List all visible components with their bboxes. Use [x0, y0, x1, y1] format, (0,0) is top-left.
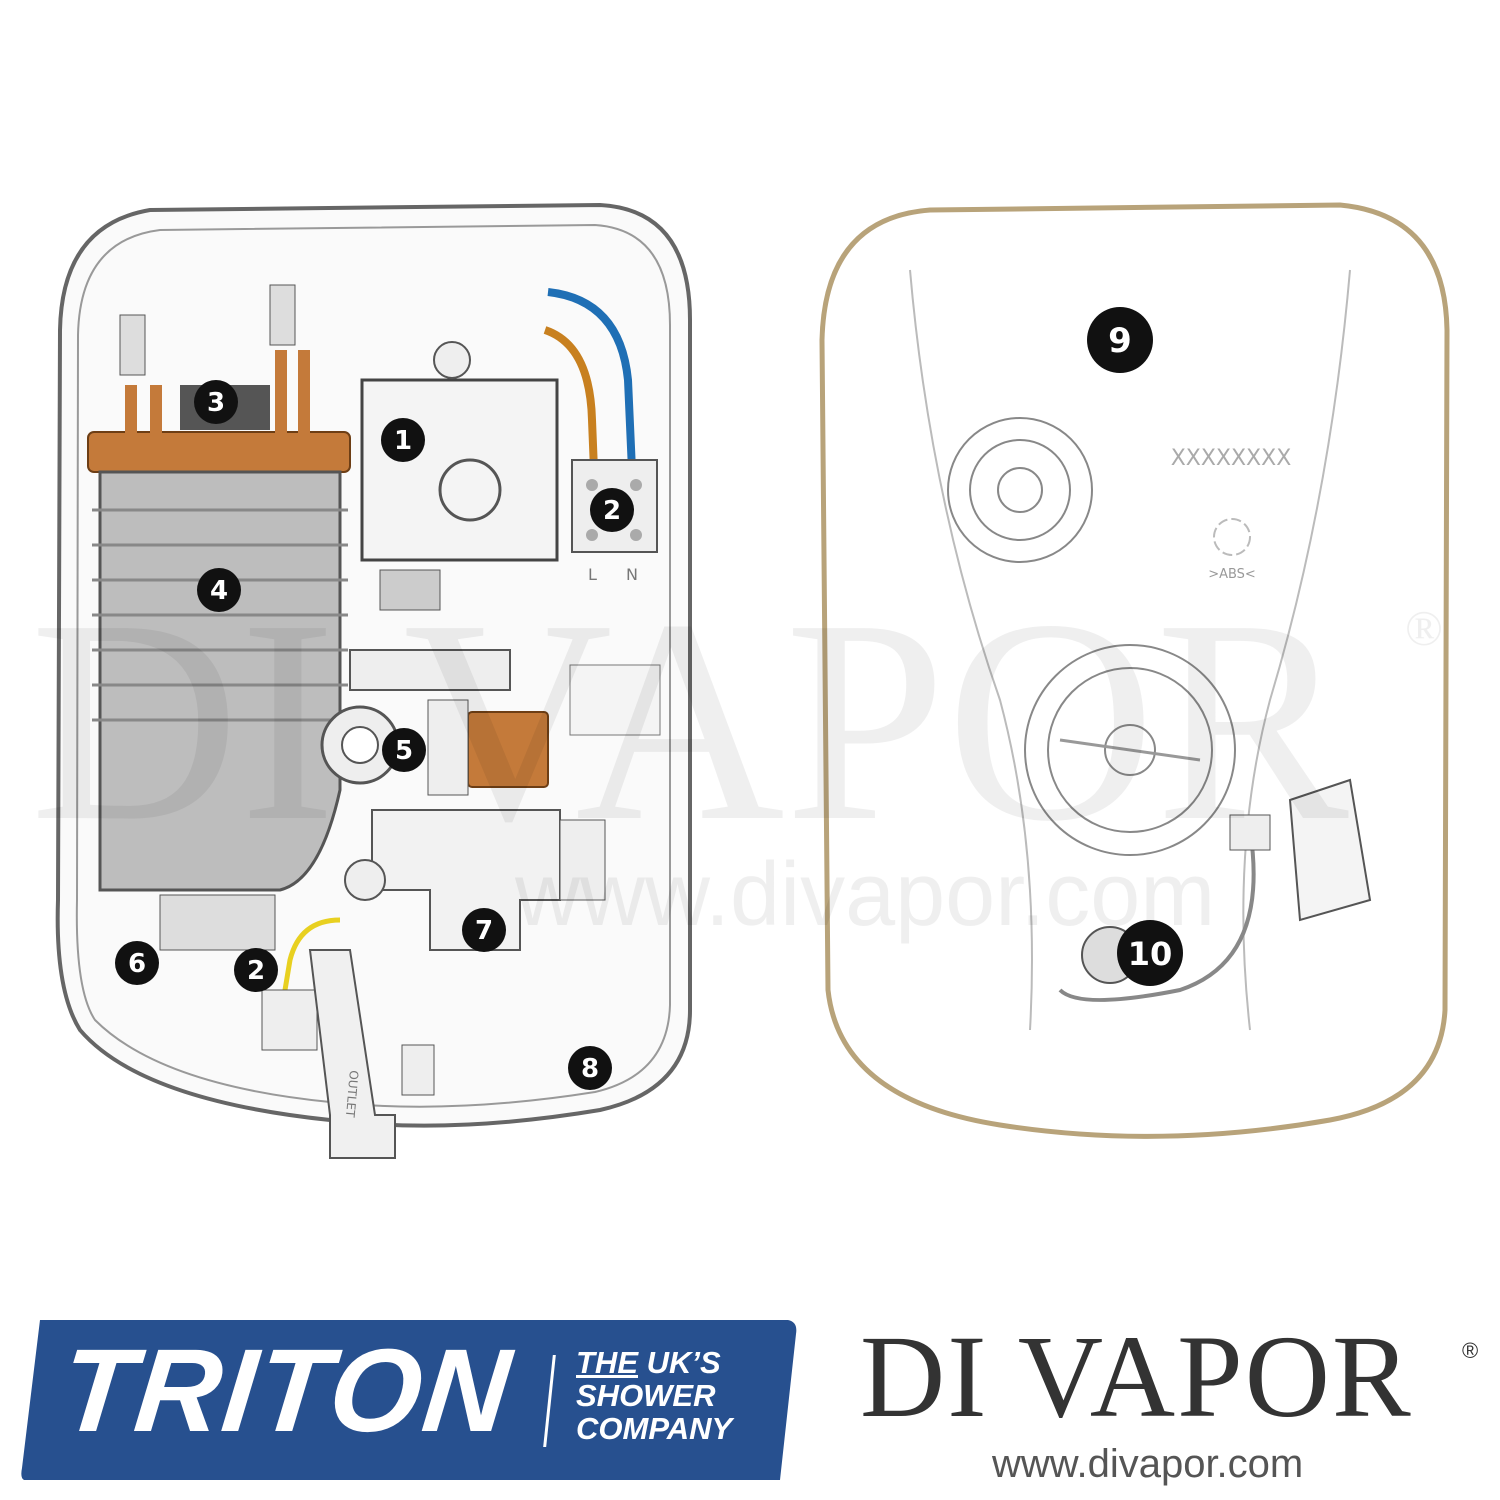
divapor-logo-name: DI VAPOR [860, 1311, 1413, 1442]
callout-9: 9 [1087, 307, 1153, 373]
watermark-text: DI VAPOR [30, 560, 1350, 881]
callout-7: 7 [462, 908, 506, 952]
divapor-url: www.divapor.com [992, 1442, 1304, 1486]
tagline-company: COMPANY [576, 1411, 733, 1446]
terminal-L-label: L [588, 565, 597, 584]
svg-text:2: 2 [603, 496, 621, 526]
watermark-reg: ® [1405, 600, 1443, 656]
tagline-shower: SHOWER [576, 1378, 716, 1413]
svg-text:7: 7 [475, 916, 493, 946]
svg-text:8: 8 [581, 1054, 599, 1084]
svg-text:1: 1 [394, 426, 412, 456]
tagline-uks: UK’S [638, 1345, 721, 1380]
watermark-url: www.divapor.com [514, 845, 1215, 945]
callout-4: 4 [197, 568, 241, 612]
callout-10: 10 [1117, 920, 1183, 986]
triton-logo-bg [21, 1320, 797, 1480]
callout-3: 3 [194, 380, 238, 424]
terminal-N-label: N [626, 565, 638, 584]
heater-flange [87, 431, 351, 473]
shower-unit-internals: L N [55, 202, 692, 1159]
triton-brand: TRITON [55, 1325, 518, 1457]
svg-text:4: 4 [210, 576, 228, 606]
pcb-assembly [360, 378, 559, 562]
yellow-wire [282, 917, 341, 991]
callout-8: 8 [568, 1046, 612, 1090]
svg-text:6: 6 [128, 949, 146, 979]
blue-wire [547, 288, 636, 471]
svg-text:9: 9 [1108, 321, 1132, 361]
svg-text:10: 10 [1128, 935, 1173, 973]
heater-tank [98, 470, 342, 892]
outlet-pipe [308, 949, 396, 1159]
outlet-label: OUTLET [343, 1070, 361, 1119]
callout-5: 5 [382, 728, 426, 772]
cover-code: XXXXXXXX [1171, 446, 1292, 471]
callout-1: 1 [381, 418, 425, 462]
svg-text:5: 5 [395, 736, 413, 766]
svg-text:2: 2 [247, 956, 265, 986]
divapor-reg-mark: ® [1462, 1338, 1479, 1363]
switch-harness-wire [1058, 829, 1256, 1002]
callout-2b: 2 [234, 948, 278, 992]
callout-6: 6 [115, 941, 159, 985]
tagline-the: THE [576, 1345, 638, 1380]
brown-wire [543, 326, 598, 471]
recycle-icon [1213, 518, 1251, 556]
svg-text:3: 3 [207, 388, 225, 418]
triton-tagline: THE UK’S SHOWER COMPANY [576, 1346, 732, 1445]
callout-2: 2 [590, 488, 634, 532]
cover-material: >ABS< [1208, 567, 1256, 582]
